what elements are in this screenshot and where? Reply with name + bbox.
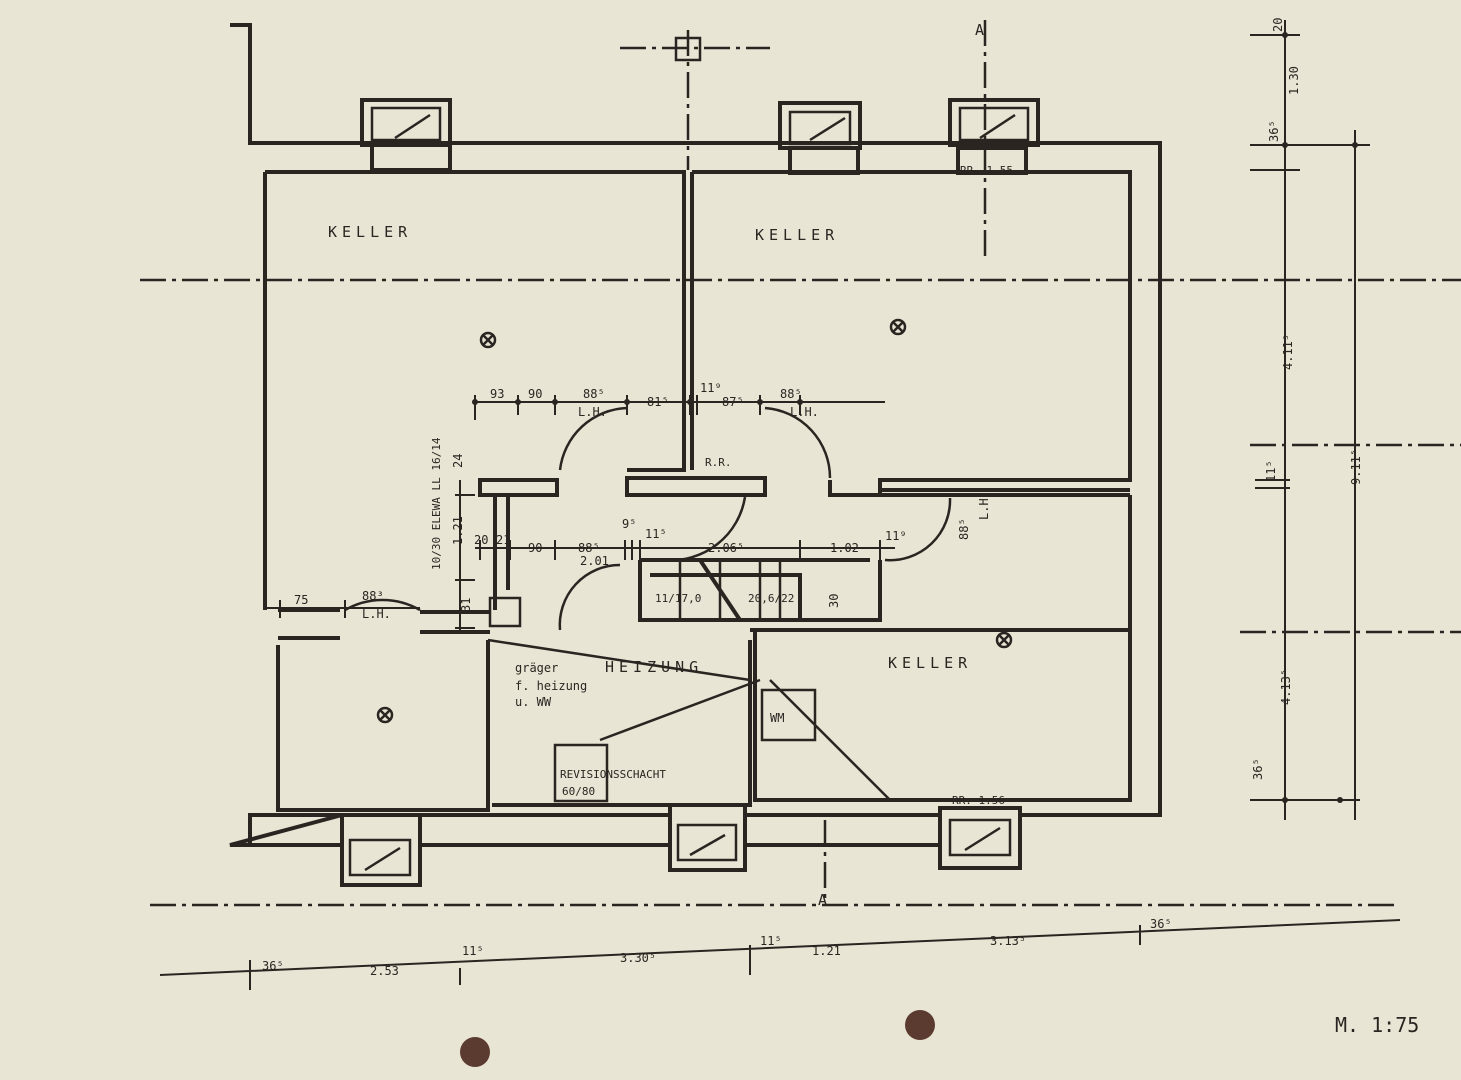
dim-label: 3.30⁵ bbox=[620, 951, 656, 965]
lh-label-4: L.H. bbox=[362, 607, 391, 621]
dim-label: 2.01 bbox=[580, 554, 609, 568]
revisionsschacht-size: 60/80 bbox=[562, 785, 595, 798]
ceiling-light-icons bbox=[376, 318, 1013, 724]
dim-label: 2.06⁵ bbox=[708, 541, 744, 555]
dim-label: 36⁵ bbox=[1267, 120, 1281, 142]
dim-label: 36⁵ bbox=[1251, 758, 1265, 780]
room-label-heizung: HEIZUNG bbox=[605, 658, 703, 676]
dim-label: 75 bbox=[294, 593, 308, 607]
stair-label: 11/17,0 bbox=[655, 592, 701, 605]
dim-label: 90 bbox=[528, 541, 542, 555]
scale-label: M. 1:75 bbox=[1335, 1013, 1419, 1037]
dim-label: 11⁹ bbox=[885, 529, 907, 543]
rr-center-label: R.R. bbox=[705, 456, 732, 469]
lh-label-3: L.H. bbox=[977, 491, 991, 520]
dim-label: 30 bbox=[827, 594, 841, 608]
dim-label: 88⁵ bbox=[578, 541, 600, 555]
lh-label-2: L.H. bbox=[790, 405, 819, 419]
section-marker-top: A bbox=[975, 21, 989, 39]
dim-label: 81⁵ bbox=[647, 395, 669, 409]
dimension-lines bbox=[159, 20, 1401, 990]
dim-label: 20 bbox=[474, 533, 488, 547]
dim-label: 1.02 bbox=[830, 541, 859, 555]
dim-label: 9⁵ bbox=[622, 517, 636, 531]
dim-label: 21 bbox=[496, 533, 510, 547]
dim-label: 11⁵ bbox=[760, 934, 782, 948]
room-label-keller-top-left: KELLER bbox=[328, 223, 412, 241]
light-icon bbox=[376, 706, 394, 724]
dim-label: 87⁵ bbox=[722, 395, 744, 409]
room-label-keller-bottom-right: KELLER bbox=[888, 654, 972, 672]
room-label-keller-top-right: KELLER bbox=[755, 226, 839, 244]
punch-hole bbox=[905, 1010, 935, 1040]
dim-label: 93 bbox=[490, 387, 504, 401]
dim-label: 3.13⁵ bbox=[990, 934, 1026, 948]
light-icon bbox=[479, 331, 497, 349]
light-icon bbox=[995, 631, 1013, 649]
dim-label: 11⁵ bbox=[1264, 460, 1278, 482]
dim-label: 1.30 bbox=[1287, 66, 1301, 95]
dim-label: 24 bbox=[451, 454, 465, 468]
windows bbox=[340, 98, 1040, 887]
heizung-note-2: f. heizung bbox=[515, 679, 587, 693]
heizung-note-1: gräger bbox=[515, 661, 558, 675]
dim-label: 1.21 bbox=[812, 944, 841, 958]
dim-label: 36⁵ bbox=[262, 959, 284, 973]
dim-label: 4.11⁵ bbox=[1281, 334, 1295, 370]
heizung-note-3: u. WW bbox=[515, 695, 552, 709]
walls bbox=[229, 23, 1162, 847]
light-icon bbox=[889, 318, 907, 336]
dimension-dots bbox=[472, 32, 1358, 803]
wm-label: WM bbox=[770, 711, 784, 725]
door-swings bbox=[344, 406, 952, 631]
dim-label: 31 bbox=[459, 598, 473, 612]
rr-bottom-label: RR. 1.56 bbox=[952, 794, 1005, 807]
dim-label: 2.53 bbox=[370, 964, 399, 978]
stair-label-2: 20,6/22 bbox=[748, 592, 794, 605]
dim-label: 11⁵ bbox=[462, 944, 484, 958]
dim-label: 88³ bbox=[362, 589, 384, 603]
dim-label: 88⁵ bbox=[780, 387, 802, 401]
dim-label: 88⁵ bbox=[583, 387, 605, 401]
dim-label: 4.13⁵ bbox=[1279, 669, 1293, 705]
dim-label: 9.11⁵ bbox=[1349, 449, 1363, 485]
lh-label-1: L.H. bbox=[578, 405, 607, 419]
dim-label: 90 bbox=[528, 387, 542, 401]
dim-label: 88⁵ bbox=[957, 518, 971, 540]
vertical-note: 10/30 ELEWA LL 16/14 bbox=[430, 437, 443, 570]
dim-label: 11⁹ bbox=[700, 381, 722, 395]
punch-hole bbox=[460, 1037, 490, 1067]
dim-label: 36⁵ bbox=[1150, 917, 1172, 931]
section-marker-bottom: A bbox=[818, 891, 832, 909]
dim-label: 1.21 bbox=[451, 516, 465, 545]
rr-top-label: RR. 1.55 bbox=[960, 164, 1013, 177]
dim-label: 11⁵ bbox=[645, 527, 667, 541]
revisionsschacht-label: REVISIONSSCHACHT bbox=[560, 768, 666, 781]
dim-label: 20 bbox=[1271, 18, 1285, 32]
